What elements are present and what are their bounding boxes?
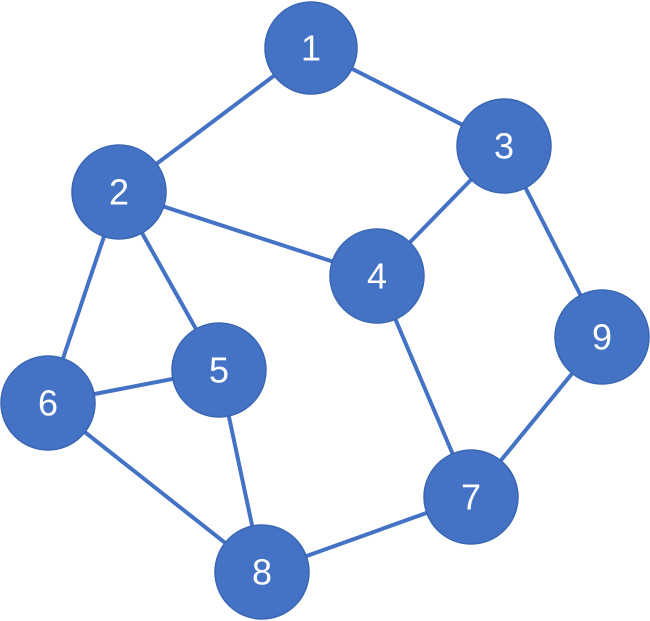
graph-node-1: 1 <box>264 1 358 95</box>
node-circle-2 <box>71 144 167 240</box>
node-circle-5 <box>171 322 267 418</box>
node-circle-1 <box>264 1 358 95</box>
node-circle-8 <box>214 524 310 620</box>
graph-node-7: 7 <box>423 449 519 545</box>
graph-node-8: 8 <box>214 524 310 620</box>
graph-node-4: 4 <box>329 228 425 324</box>
graph-node-9: 9 <box>554 289 650 385</box>
graph-node-3: 3 <box>456 98 552 194</box>
graph-node-5: 5 <box>171 322 267 418</box>
node-circle-9 <box>554 289 650 385</box>
node-circle-4 <box>329 228 425 324</box>
node-circle-6 <box>0 355 96 451</box>
node-circle-7 <box>423 449 519 545</box>
graph-node-2: 2 <box>71 144 167 240</box>
graph-node-6: 6 <box>0 355 96 451</box>
node-circle-3 <box>456 98 552 194</box>
